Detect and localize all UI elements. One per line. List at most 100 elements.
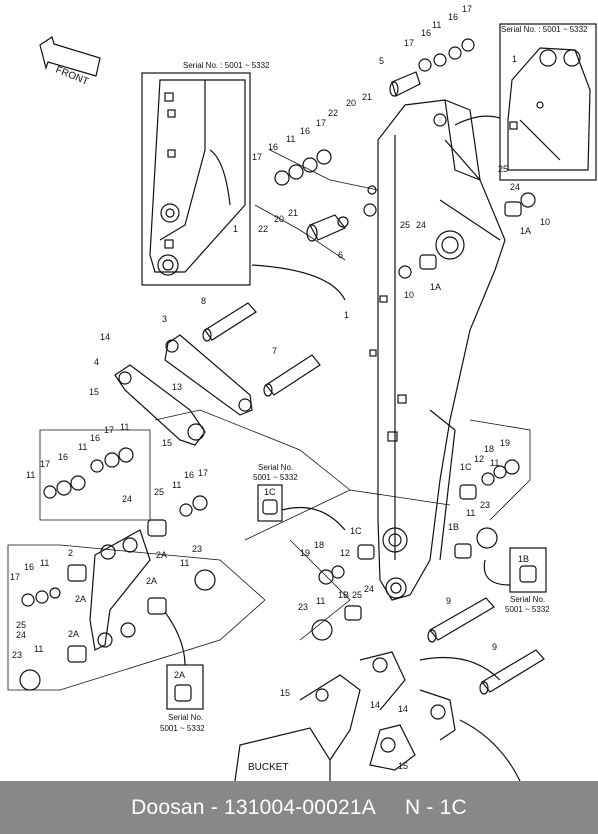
callout-24: 24 bbox=[122, 494, 132, 504]
callout-18: 18 bbox=[484, 444, 494, 454]
callout-2A: 2A bbox=[68, 629, 79, 639]
callout-9: 9 bbox=[492, 642, 497, 652]
callout-19: 19 bbox=[300, 548, 310, 558]
callout-2A: 2A bbox=[146, 576, 157, 586]
parts-diagram: Serial No. : 5001 ~ 5332 Serial No. : 50… bbox=[7, 4, 597, 781]
callout-18: 18 bbox=[314, 540, 324, 550]
washer-stack-top bbox=[418, 38, 475, 72]
callout-21: 21 bbox=[362, 92, 372, 102]
callout-4: 4 bbox=[94, 357, 99, 367]
callout-11: 11 bbox=[286, 134, 295, 144]
callout-8: 8 bbox=[201, 296, 206, 306]
front-arrow bbox=[39, 36, 101, 77]
link-4 bbox=[114, 364, 206, 446]
callout-23: 23 bbox=[12, 650, 22, 660]
callout-11: 11 bbox=[466, 508, 475, 518]
bushings-2A bbox=[67, 519, 167, 663]
callout-11: 11 bbox=[120, 422, 129, 432]
callout-23: 23 bbox=[192, 544, 202, 554]
callout-11: 11 bbox=[34, 644, 43, 654]
inset-label-1b: 1B bbox=[518, 554, 529, 564]
callout-17: 17 bbox=[462, 4, 472, 14]
callout-14: 14 bbox=[370, 700, 380, 710]
callout-1A: 1A bbox=[430, 282, 441, 292]
callout-17: 17 bbox=[198, 468, 208, 478]
callout-22: 22 bbox=[258, 224, 268, 234]
callout-6: 6 bbox=[338, 250, 343, 260]
callout-1B: 1B bbox=[448, 522, 459, 532]
callout-11: 11 bbox=[40, 558, 49, 568]
callout-17: 17 bbox=[316, 118, 326, 128]
callout-16: 16 bbox=[24, 562, 34, 572]
callout-11: 11 bbox=[432, 20, 441, 30]
callout-23: 23 bbox=[298, 602, 308, 612]
washer-row-left-2 bbox=[21, 587, 61, 607]
callout-2A: 2A bbox=[75, 594, 86, 604]
callout-9: 9 bbox=[446, 596, 451, 606]
callout-1A: 1A bbox=[520, 226, 531, 236]
callout-19: 19 bbox=[500, 438, 510, 448]
callout-15: 15 bbox=[89, 387, 99, 397]
serial-label-top-right: Serial No. : 5001 ~ 5332 bbox=[501, 25, 588, 34]
link-2 bbox=[89, 529, 151, 651]
callout-11: 11 bbox=[490, 458, 499, 468]
washer-row-right bbox=[318, 265, 520, 585]
callout-16: 16 bbox=[421, 28, 431, 38]
serial-label-top-left: Serial No. : 5001 ~ 5332 bbox=[183, 61, 270, 70]
callout-21: 21 bbox=[288, 208, 298, 218]
callout-7: 7 bbox=[272, 346, 277, 356]
callout-17: 17 bbox=[404, 38, 414, 48]
callout-16: 16 bbox=[300, 126, 310, 136]
callout-13: 13 bbox=[172, 382, 182, 392]
callout-15: 15 bbox=[398, 761, 408, 771]
pins-9 bbox=[427, 597, 545, 695]
callout-25: 25 bbox=[16, 620, 26, 630]
callout-16: 16 bbox=[184, 470, 194, 480]
callout-25: 25 bbox=[400, 220, 410, 230]
callout-25: 25 bbox=[498, 164, 508, 174]
callout-22: 22 bbox=[328, 108, 338, 118]
callout-15: 15 bbox=[280, 688, 290, 698]
footer-part-number: Doosan - 131004-00021A N - 1C bbox=[131, 795, 467, 819]
serial-inset-top-left bbox=[141, 72, 251, 286]
callout-11: 11 bbox=[316, 596, 325, 606]
callout-25: 25 bbox=[154, 487, 164, 497]
callout-11: 11 bbox=[172, 480, 181, 490]
pin-7 bbox=[263, 354, 321, 397]
callout-25: 25 bbox=[352, 590, 362, 600]
pin-5 bbox=[389, 71, 421, 97]
serial-bottom-2: 5001 ~ 5332 bbox=[160, 724, 205, 733]
callout-24: 24 bbox=[510, 182, 520, 192]
washer-stack-upper-left bbox=[274, 149, 332, 186]
inset-label-1c: 1C bbox=[264, 487, 276, 497]
link-3 bbox=[164, 334, 253, 416]
callout-16: 16 bbox=[448, 12, 458, 22]
o-rings-23 bbox=[19, 192, 536, 691]
serial-bottom-1: Serial No. bbox=[168, 713, 203, 722]
callout-12: 12 bbox=[340, 548, 350, 558]
serial-right-1: Serial No. bbox=[510, 595, 545, 604]
callout-11: 11 bbox=[26, 470, 35, 480]
callout-24: 24 bbox=[416, 220, 426, 230]
callout-2A: 2A bbox=[156, 550, 167, 560]
callout-12: 12 bbox=[474, 454, 484, 464]
callout-1C: 1C bbox=[350, 526, 362, 536]
callout-23: 23 bbox=[480, 500, 490, 510]
callout-14: 14 bbox=[398, 704, 408, 714]
callout-11: 11 bbox=[78, 442, 87, 452]
callout-5: 5 bbox=[379, 56, 384, 66]
callout-14: 14 bbox=[100, 332, 110, 342]
callout-1: 1 bbox=[344, 310, 349, 320]
callout-15: 15 bbox=[162, 438, 172, 448]
serial-inset-top-right bbox=[499, 23, 597, 181]
callout-24: 24 bbox=[364, 584, 374, 594]
serial-center-2: 5001 ~ 5332 bbox=[253, 473, 298, 482]
callout-20: 20 bbox=[346, 98, 356, 108]
serial-center-1: Serial No. bbox=[258, 463, 293, 472]
footer-bar: Doosan - 131004-00021A N - 1C bbox=[0, 781, 598, 834]
callout-24: 24 bbox=[16, 630, 26, 640]
callout-10: 10 bbox=[404, 290, 414, 300]
boom-arm bbox=[363, 99, 506, 601]
callout-10: 10 bbox=[540, 217, 550, 227]
callout-1C: 1C bbox=[460, 462, 472, 472]
